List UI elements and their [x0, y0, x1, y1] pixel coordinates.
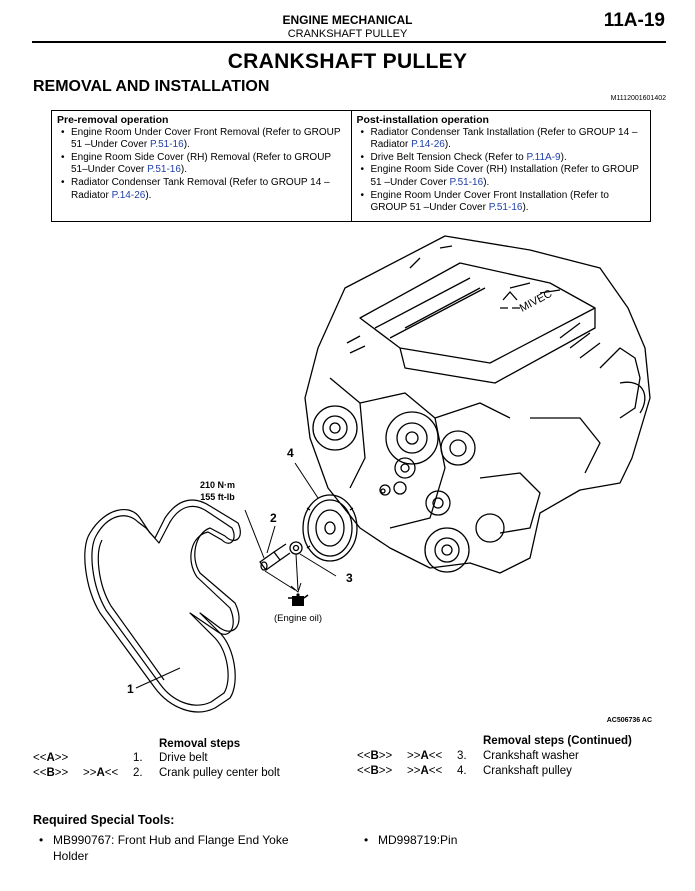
drive-belt-illustration	[84, 499, 241, 713]
step-number: 1.	[133, 752, 143, 764]
bullet-icon: •	[364, 833, 369, 847]
pre-removal-column: Pre-removal operation Engine Room Under …	[52, 111, 351, 221]
page-link[interactable]: P.14-26	[411, 139, 445, 151]
bullet-icon: •	[39, 833, 44, 847]
table-row: <<A>> 1. Drive belt	[33, 752, 208, 764]
list-item: Engine Room Under Cover Front Removal (R…	[57, 127, 346, 152]
list-item: Drive Belt Tension Check (Refer to P.11A…	[357, 152, 646, 165]
post-installation-heading: Post-installation operation	[356, 114, 489, 126]
page-subtitle: REMOVAL AND INSTALLATION	[33, 78, 270, 95]
special-tools-heading: Required Special Tools:	[33, 813, 175, 827]
list-item: Engine Room Under Cover Front Installati…	[357, 190, 646, 215]
table-row: <<B>> >>A<< 3. Crankshaft washer	[357, 750, 579, 762]
ref-a: <<B>>	[357, 765, 393, 777]
ref-b: >>A<<	[407, 765, 443, 777]
callout-4: 4	[287, 446, 294, 460]
engine-oil-label: (Engine oil)	[274, 613, 323, 624]
list-item: • MD998719:Pin	[360, 832, 560, 848]
step-number: 2.	[133, 767, 143, 779]
list-item: Engine Room Side Cover (RH) Installation…	[357, 164, 646, 189]
table-row: <<B>> >>A<< 2. Crank pulley center bolt	[33, 767, 280, 779]
crankshaft-pulley-illustration	[302, 494, 358, 562]
crankshaft-washer-illustration	[289, 541, 303, 555]
step-name: Crankshaft washer	[483, 750, 579, 762]
engine-diagram: MIVEC	[84, 235, 651, 713]
list-item: • MB990767: Front Hub and Flange End Yok…	[35, 832, 325, 864]
document-id: M1112001601402	[610, 95, 666, 102]
ref-a: <<A>>	[33, 752, 69, 764]
page-link[interactable]: P.51-16	[449, 176, 484, 188]
operations-table: Pre-removal operation Engine Room Under …	[51, 110, 651, 222]
callout-3: 3	[346, 571, 353, 585]
list-item: Radiator Condenser Tank Installation (Re…	[357, 127, 646, 152]
page-link[interactable]: P.51-16	[488, 202, 523, 214]
subsection-title: CRANKSHAFT PULLEY	[287, 28, 408, 40]
page-number: 11A-19	[603, 10, 665, 31]
table-row: <<B>> >>A<< 4. Crankshaft pulley	[357, 765, 572, 777]
list-item: Engine Room Side Cover (RH) Removal (Ref…	[57, 152, 346, 177]
removal-steps-continued-heading: Removal steps (Continued)	[483, 735, 632, 747]
page-link[interactable]: P.11A-9	[526, 151, 561, 163]
torque-nm: 210 N·m	[200, 480, 236, 490]
oil-can-icon	[288, 593, 309, 606]
ref-b	[83, 752, 133, 764]
removal-steps-heading: Removal steps	[159, 738, 241, 750]
tool-name: MB990767: Front Hub and Flange End Yoke …	[53, 833, 289, 863]
page-link[interactable]: P.51-16	[149, 139, 184, 151]
tool-name: MD998719:Pin	[378, 833, 458, 847]
ref-a: <<B>>	[357, 750, 393, 762]
torque-ftlb: 155 ft-lb	[200, 492, 235, 502]
callout-1: 1	[127, 682, 134, 696]
svg-text:MIVEC: MIVEC	[518, 288, 554, 315]
callout-2: 2	[270, 511, 277, 525]
header-rule	[32, 41, 666, 43]
pre-removal-list: Engine Room Under Cover Front Removal (R…	[57, 127, 346, 203]
list-item: Radiator Condenser Tank Removal (Refer t…	[57, 177, 346, 202]
step-name: Crankshaft pulley	[483, 765, 572, 777]
pre-removal-heading: Pre-removal operation	[57, 114, 169, 126]
ref-a: <<B>>	[33, 767, 69, 779]
step-name: Drive belt	[159, 752, 208, 764]
ref-b: >>A<<	[83, 767, 119, 779]
section-title: ENGINE MECHANICAL	[282, 13, 413, 27]
post-installation-list: Radiator Condenser Tank Installation (Re…	[357, 127, 646, 215]
page-link[interactable]: P.51-16	[147, 164, 181, 176]
step-number: 3.	[457, 750, 467, 762]
figure-id: AC506736 AC	[606, 717, 652, 724]
step-number: 4.	[457, 765, 467, 777]
post-installation-column: Post-installation operation Radiator Con…	[350, 111, 651, 221]
ref-b: >>A<<	[407, 750, 443, 762]
step-name: Crank pulley center bolt	[159, 767, 280, 779]
torque-spec: 210 N·m 155 ft-lb	[200, 479, 235, 503]
page-link[interactable]: P.14-26	[111, 189, 146, 201]
page-title: CRANKSHAFT PULLEY	[227, 50, 468, 73]
center-bolt-illustration	[259, 543, 291, 571]
